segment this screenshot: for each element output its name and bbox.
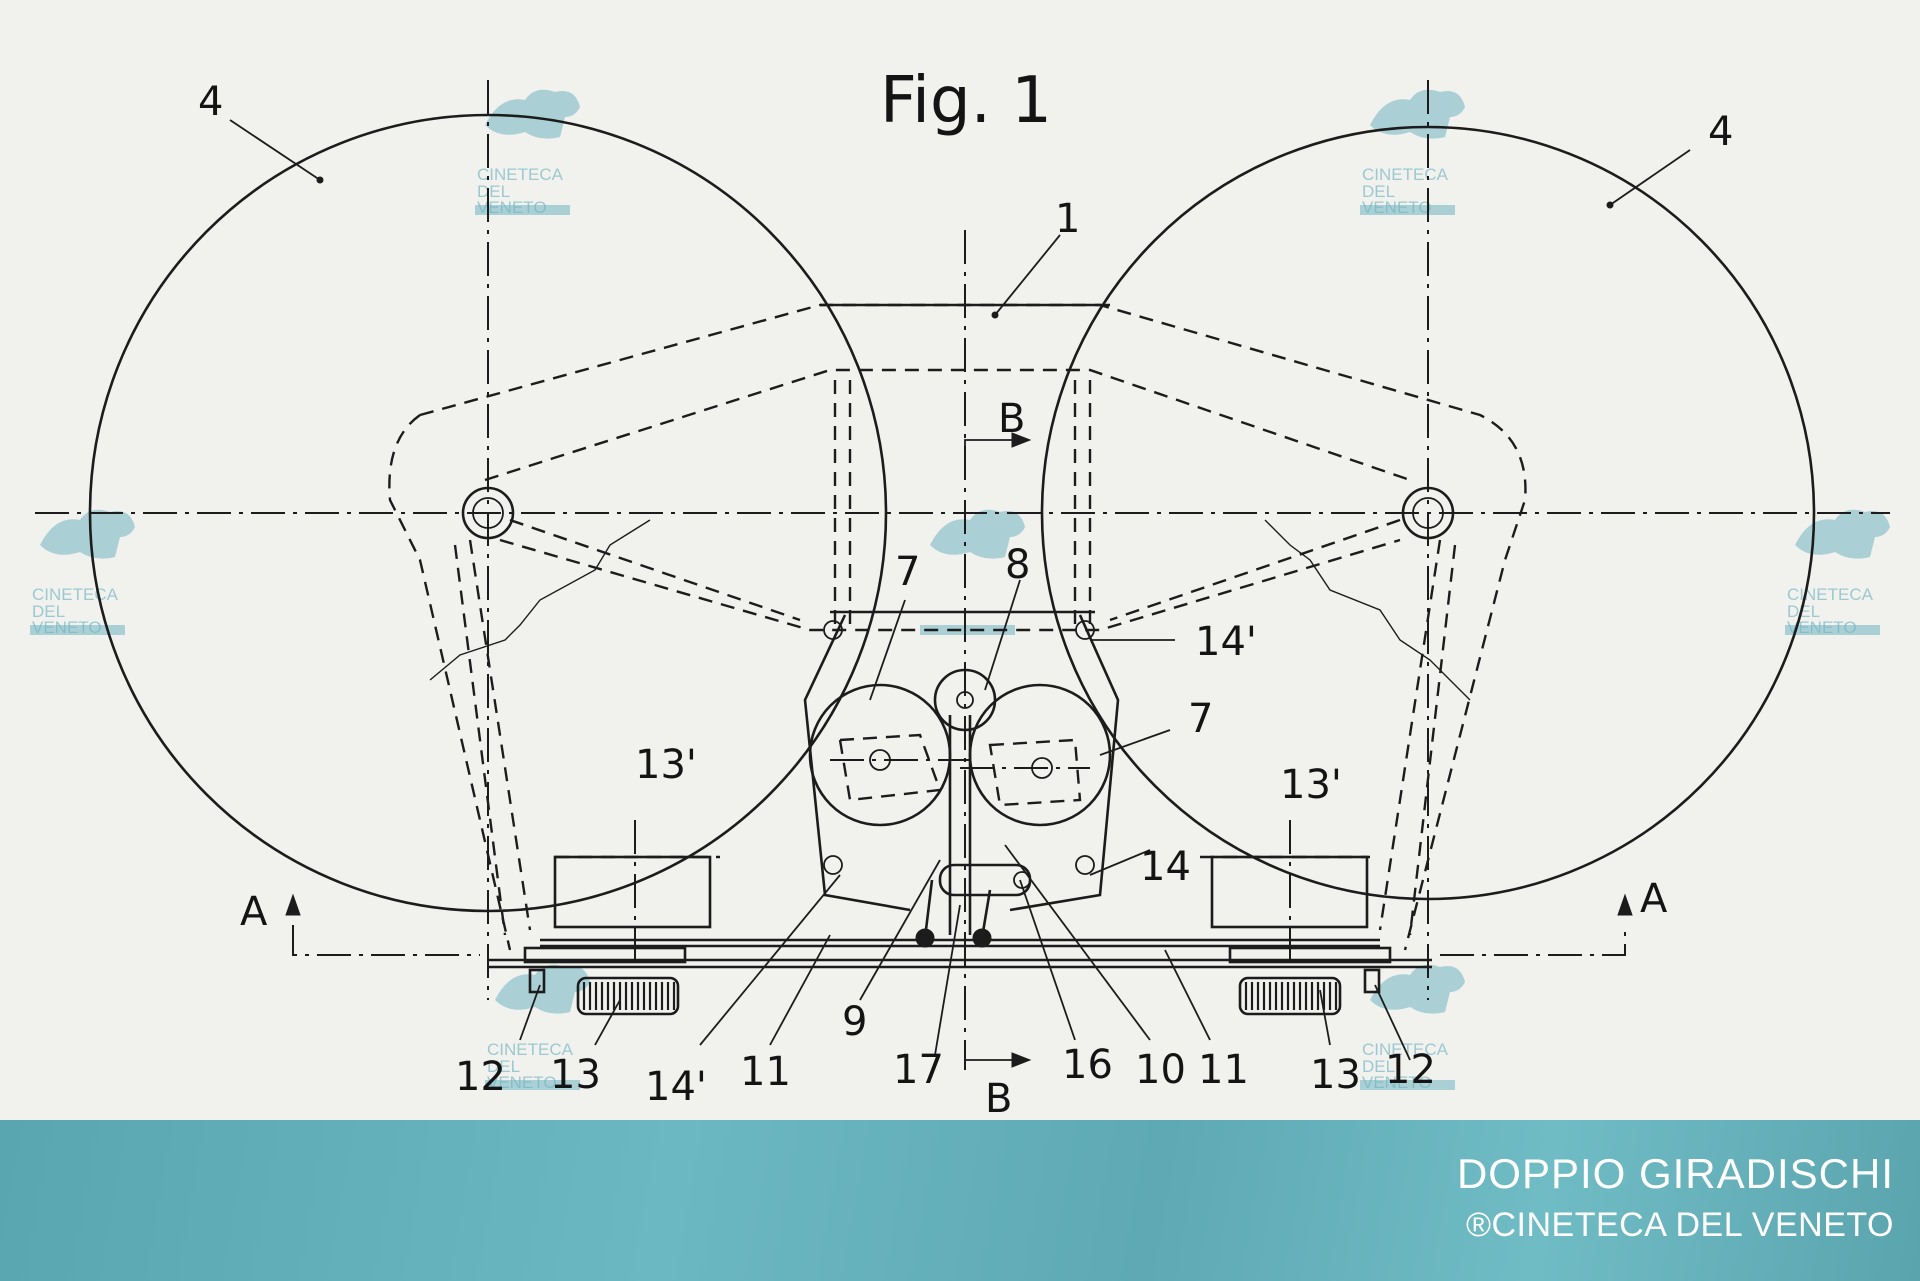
pins-14	[823, 620, 1095, 875]
roller-7-axles	[830, 733, 1090, 807]
svg-text:VENETO: VENETO	[32, 618, 102, 637]
label-4-left: 4	[198, 79, 223, 125]
svg-text:CINETECA: CINETECA	[1787, 585, 1874, 604]
caption-banner: DOPPIO GIRADISCHI ®CINETECA DEL VENETO	[0, 1120, 1920, 1281]
label-4-right: 4	[1708, 109, 1733, 155]
right-pivot	[1401, 486, 1455, 540]
label-13-right: 13	[1310, 1052, 1361, 1098]
figure-title: Fig. 1	[880, 64, 1052, 138]
label-11-right: 11	[1198, 1047, 1249, 1093]
label-17: 17	[893, 1047, 944, 1093]
label-16: 16	[1062, 1042, 1113, 1088]
label-13p-right: 13'	[1280, 762, 1342, 808]
roller-8-hub	[956, 691, 974, 709]
svg-text:VENETO: VENETO	[487, 1073, 557, 1092]
left-motor-13p	[553, 855, 712, 929]
caption-title: DOPPIO GIRADISCHI	[1456, 1150, 1894, 1197]
svg-text:VENETO: VENETO	[1362, 198, 1432, 217]
svg-text:DEL: DEL	[1787, 602, 1820, 621]
label-12-left: 12	[455, 1054, 506, 1100]
label-14: 14	[1140, 844, 1191, 890]
left-pivot	[461, 486, 515, 540]
roller-8	[933, 668, 997, 732]
cabinet-outline	[388, 303, 1527, 951]
label-7-right: 7	[1188, 696, 1213, 742]
center-lines	[35, 80, 1890, 1070]
svg-text:DEL: DEL	[1362, 1057, 1395, 1076]
paper-cracks	[429, 519, 1471, 701]
section-line-a	[285, 893, 1633, 956]
label-13-left: 13	[550, 1052, 601, 1098]
caption-credit: ®CINETECA DEL VENETO	[1465, 1206, 1894, 1244]
label-b-top: B	[998, 396, 1025, 442]
svg-text:CINETECA: CINETECA	[487, 1040, 574, 1059]
section-line-b	[964, 432, 1032, 1068]
label-12-right: 12	[1385, 1047, 1436, 1093]
label-a-right: A	[1640, 876, 1668, 922]
svg-text:CINETECA: CINETECA	[1362, 165, 1449, 184]
svg-text:VENETO: VENETO	[1787, 618, 1857, 637]
svg-text:DEL: DEL	[32, 602, 65, 621]
label-8: 8	[1005, 542, 1030, 588]
central-housing	[803, 303, 1120, 912]
base-plate	[488, 938, 1432, 969]
svg-text:VENETO: VENETO	[477, 198, 547, 217]
svg-text:VENETO: VENETO	[1362, 1073, 1432, 1092]
right-knob-13	[1238, 976, 1342, 1016]
label-13p-left: 13'	[635, 742, 697, 788]
right-pulley	[1228, 946, 1392, 964]
left-record	[88, 113, 888, 913]
label-7-left: 7	[895, 549, 920, 595]
left-pivot-inner	[472, 497, 504, 529]
label-9: 9	[842, 999, 867, 1045]
label-11-left: 11	[740, 1049, 791, 1095]
svg-text:CINETECA: CINETECA	[477, 165, 564, 184]
right-clip-12	[1363, 968, 1381, 994]
label-a-left: A	[240, 889, 268, 935]
label-b-bottom: B	[985, 1076, 1012, 1120]
label-1: 1	[1055, 196, 1080, 242]
svg-text:DEL: DEL	[487, 1057, 520, 1076]
right-pivot-inner	[1412, 497, 1444, 529]
label-14p-right: 14'	[1195, 619, 1257, 665]
right-record	[1040, 125, 1816, 901]
label-10: 10	[1135, 1047, 1186, 1093]
leader-lines	[229, 119, 1691, 1061]
left-roller-7	[808, 683, 952, 827]
left-pulley	[523, 946, 687, 964]
right-motor-13p	[1210, 855, 1369, 929]
left-knob-13	[576, 976, 680, 1016]
label-14p-left: 14'	[645, 1064, 707, 1110]
linkage	[915, 715, 1032, 948]
svg-text:DEL: DEL	[1362, 182, 1395, 201]
svg-text:DEL: DEL	[477, 182, 510, 201]
